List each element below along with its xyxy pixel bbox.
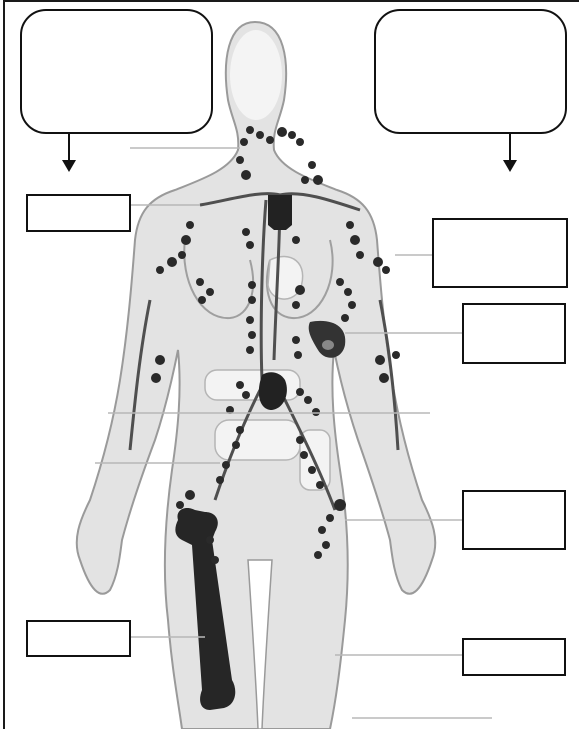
spleen-highlight (322, 340, 334, 350)
thymus-organ (268, 195, 292, 230)
arrow-top-left-line (68, 134, 70, 162)
label-box-right-leg[interactable] (462, 638, 566, 676)
callout-top-right[interactable] (374, 9, 567, 134)
label-box-right-axillary[interactable] (432, 218, 568, 288)
label-box-right-spleen[interactable] (462, 303, 566, 364)
head-area (230, 30, 282, 120)
label-box-right-inguinal[interactable] (462, 490, 566, 550)
arrow-top-right-head (503, 160, 517, 172)
label-box-left-bone[interactable] (26, 620, 131, 657)
callout-top-left[interactable] (20, 9, 213, 134)
label-box-left-neck[interactable] (26, 194, 131, 232)
arrow-top-left-head (62, 160, 76, 172)
arrow-top-right-line (509, 134, 511, 162)
